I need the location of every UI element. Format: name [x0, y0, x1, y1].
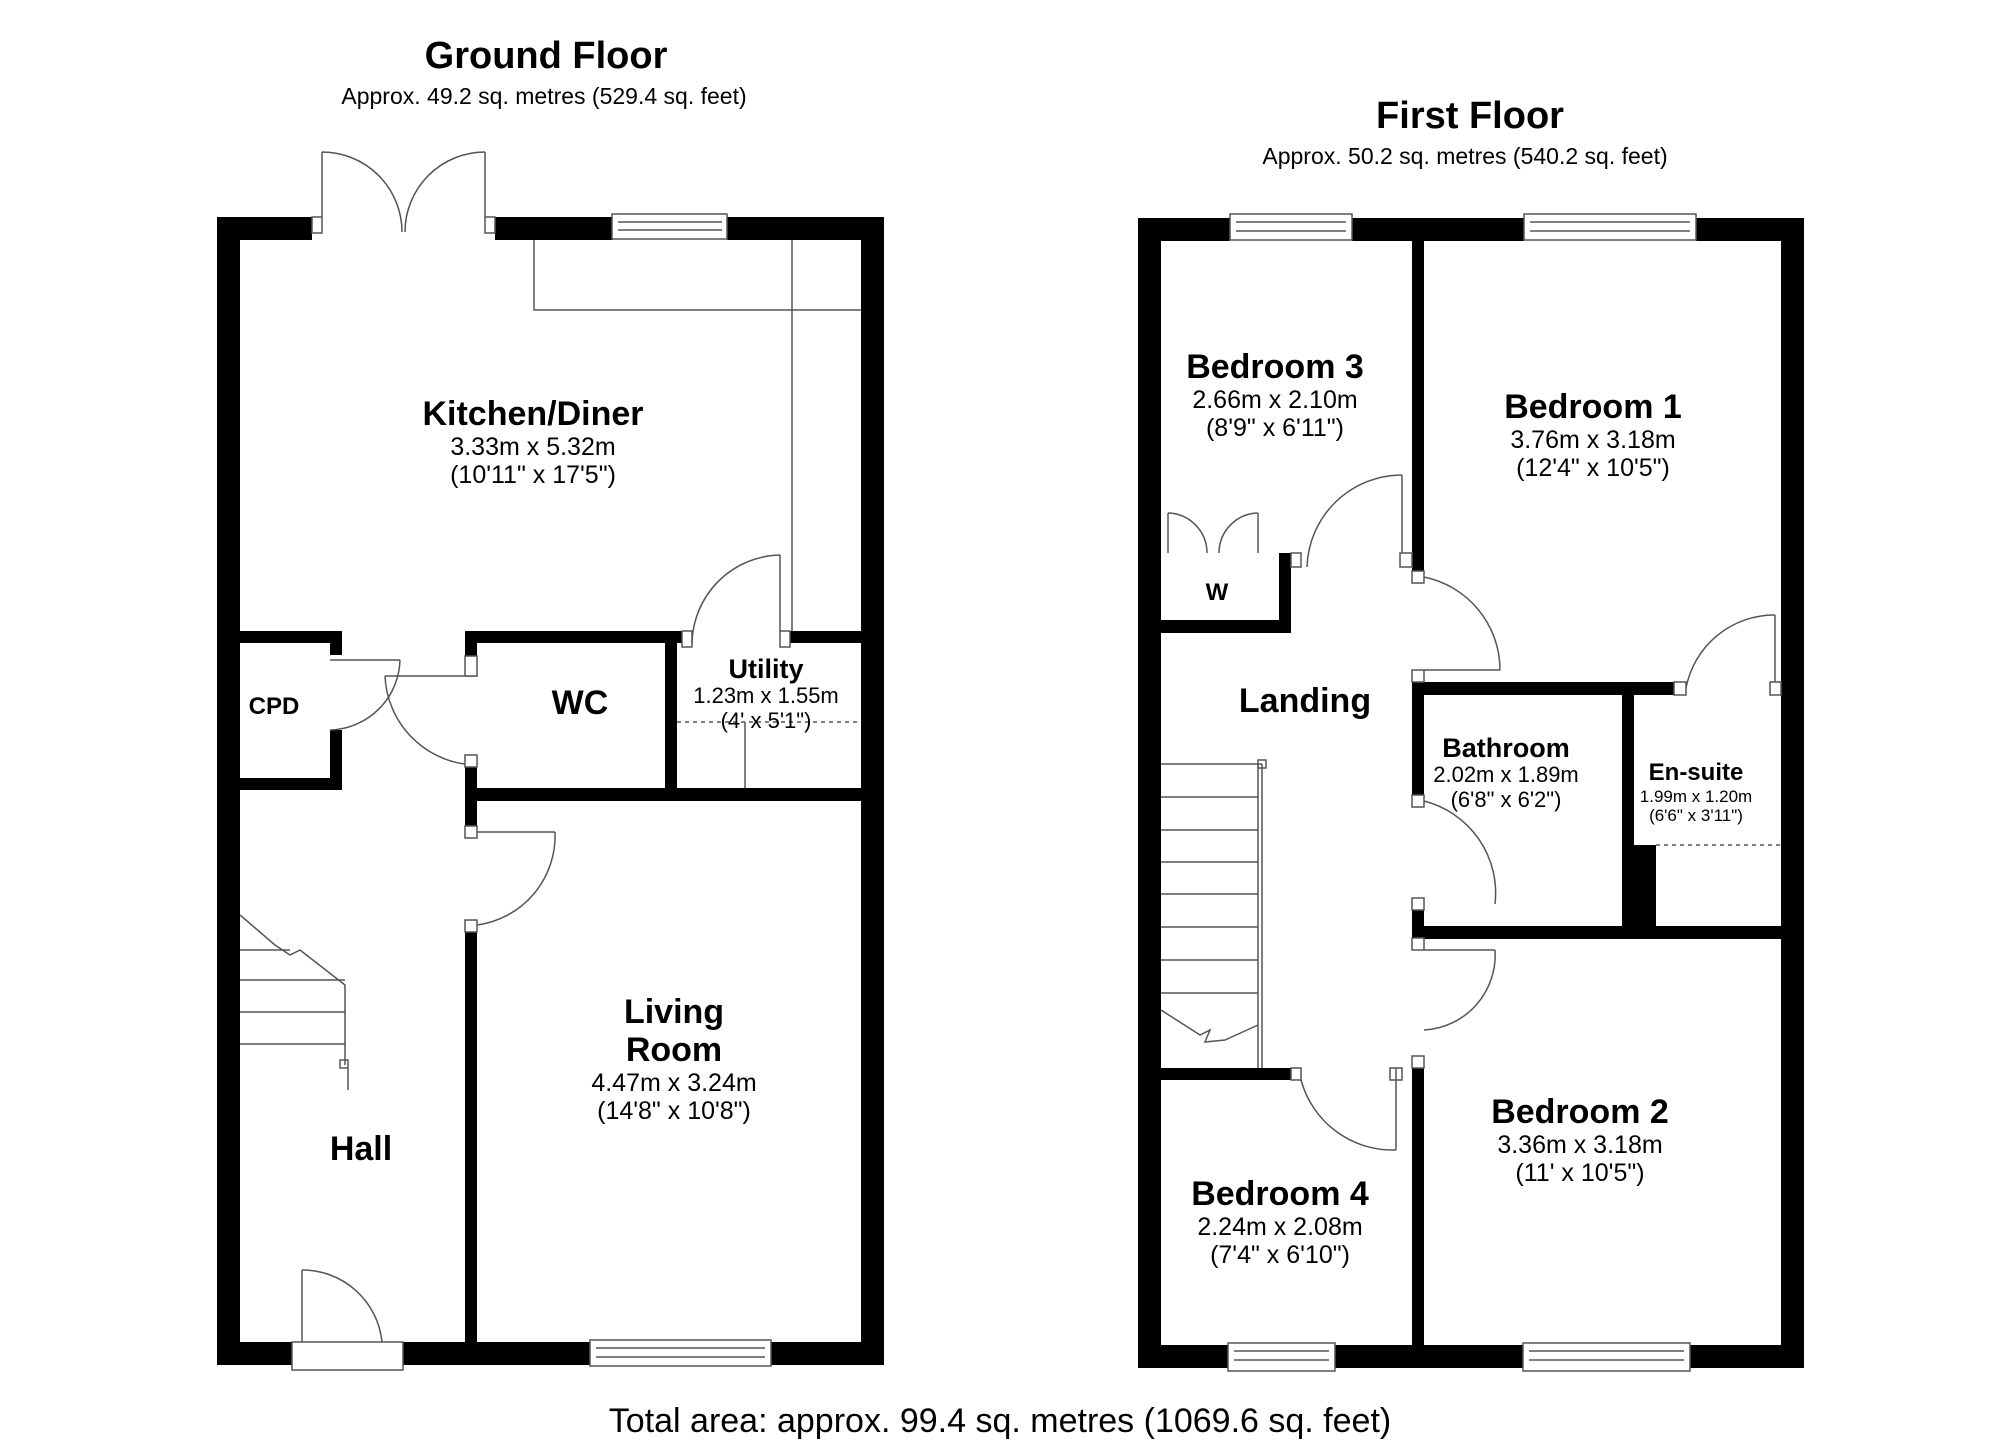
room-dimensions-imperial: (12'4" x 10'5") [1516, 454, 1670, 483]
room-dimensions-metric: 3.33m x 5.32m [450, 433, 616, 462]
room-dimensions-imperial: (6'6" x 3'11") [1649, 805, 1743, 825]
room-hall: Hall [329, 1130, 393, 1168]
room-name-line1: Living [623, 993, 725, 1031]
room-dimensions-metric: 2.02m x 1.89m [1433, 762, 1579, 788]
room-name: Bedroom 3 [1186, 348, 1364, 386]
room-name: Utility [728, 654, 804, 684]
room-dimensions-metric: 1.99m x 1.20m [1639, 786, 1753, 806]
room-dimensions-imperial: (11' x 10'5") [1515, 1159, 1645, 1188]
room-dimensions-metric: 1.23m x 1.55m [693, 683, 839, 709]
room-bathroom: Bathroom 2.02m x 1.89m (6'8" x 6'2") [1433, 733, 1579, 812]
ground-floor-walls [217, 217, 884, 1365]
room-en-suite: En-suite 1.99m x 1.20m (6'6" x 3'11") [1639, 759, 1753, 825]
room-bedroom-2: Bedroom 2 3.36m x 3.18m (11' x 10'5") [1491, 1093, 1669, 1187]
room-dimensions-imperial: (6'8" x 6'2") [1450, 786, 1562, 812]
room-utility: Utility 1.23m x 1.55m (4' x 5'1") [693, 654, 839, 733]
room-name: Kitchen/Diner [422, 395, 644, 433]
first-floor-title: First Floor [1376, 95, 1564, 137]
room-name: En-suite [1648, 759, 1744, 786]
room-name: Bedroom 4 [1191, 1175, 1369, 1213]
room-dimensions-metric: 2.24m x 2.08m [1197, 1213, 1363, 1242]
room-dimensions-imperial: (10'11" x 17'5") [450, 461, 616, 490]
room-dimensions-metric: 4.47m x 3.24m [591, 1069, 757, 1098]
first-floor-fixtures [1160, 213, 1782, 1372]
room-bedroom-1: Bedroom 1 3.76m x 3.18m (12'4" x 10'5") [1504, 388, 1682, 482]
ground-floor-fixtures [239, 151, 861, 1371]
room-bedroom-4: Bedroom 4 2.24m x 2.08m (7'4" x 6'10") [1191, 1175, 1369, 1269]
room-kitchen-diner: Kitchen/Diner 3.33m x 5.32m (10'11" x 17… [422, 395, 643, 489]
room-dimensions-metric: 3.36m x 3.18m [1497, 1131, 1663, 1160]
room-wardrobe: W [1205, 579, 1229, 606]
first-floor-walls [1138, 218, 1804, 1368]
total-area: Total area: approx. 99.4 sq. metres (106… [608, 1402, 1392, 1440]
room-name: Bedroom 1 [1504, 388, 1682, 426]
room-living-room: Living Room 4.47m x 3.24m (14'8" x 10'8"… [591, 993, 756, 1125]
room-dimensions-metric: 3.76m x 3.18m [1510, 426, 1676, 455]
room-dimensions-imperial: (8'9" x 6'11") [1205, 414, 1344, 443]
room-wc: WC [551, 684, 609, 722]
room-dimensions-imperial: (7'4" x 6'10") [1210, 1241, 1350, 1270]
room-name-line2: Room [625, 1031, 723, 1070]
room-dimensions-imperial: (14'8" x 10'8") [597, 1097, 751, 1126]
room-cpd: CPD [248, 693, 300, 720]
room-dimensions-imperial: (4' x 5'1") [720, 707, 812, 733]
room-name: Bathroom [1442, 733, 1570, 763]
room-dimensions-metric: 2.66m x 2.10m [1192, 386, 1358, 415]
ground-floor-area: Approx. 49.2 sq. metres (529.4 sq. feet) [341, 83, 747, 109]
room-bedroom-3: Bedroom 3 2.66m x 2.10m (8'9" x 6'11") [1186, 348, 1364, 442]
room-landing: Landing [1238, 682, 1372, 720]
first-floor-area: Approx. 50.2 sq. metres (540.2 sq. feet) [1262, 143, 1668, 169]
ground-floor-title: Ground Floor [424, 35, 668, 77]
room-name: Bedroom 2 [1491, 1093, 1669, 1131]
